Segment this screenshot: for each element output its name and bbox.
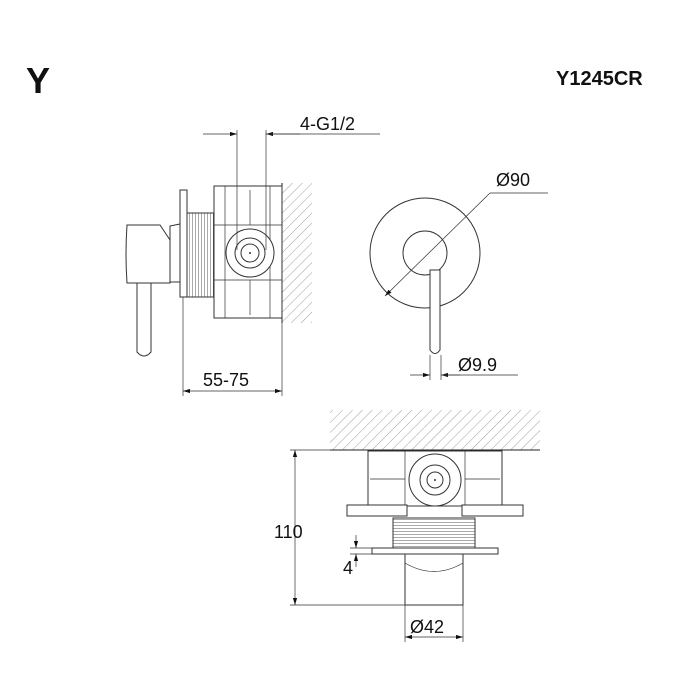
plate-diameter-label: Ø90 [496, 170, 530, 190]
front-view: Ø90 Ø9.9 [369, 170, 548, 380]
side-view: 4-G1/2 55-75 [125, 114, 380, 396]
cap [404, 553, 464, 606]
lever [136, 282, 152, 357]
top-view: 110 4 Ø42 [274, 410, 540, 642]
lever-diameter-label: Ø9.9 [458, 355, 497, 375]
plate-top [371, 547, 499, 555]
handle-body [125, 224, 171, 284]
front-lever [429, 269, 441, 354]
wall-hatch [282, 183, 312, 323]
faceplate [179, 189, 188, 298]
thread-size-label: 4-G1/2 [300, 114, 355, 134]
handle-hub [402, 230, 448, 276]
thread-top [392, 517, 476, 549]
brand-logo: Y [26, 60, 50, 101]
thread [186, 212, 215, 298]
cap-diameter-label: Ø42 [410, 617, 444, 637]
model-code: Y1245CR [556, 68, 643, 90]
install-depth-label: 55-75 [203, 370, 249, 390]
wall-hatch-top [330, 410, 540, 450]
plate-thickness-label: 4 [343, 558, 353, 578]
height-label: 110 [274, 522, 303, 542]
